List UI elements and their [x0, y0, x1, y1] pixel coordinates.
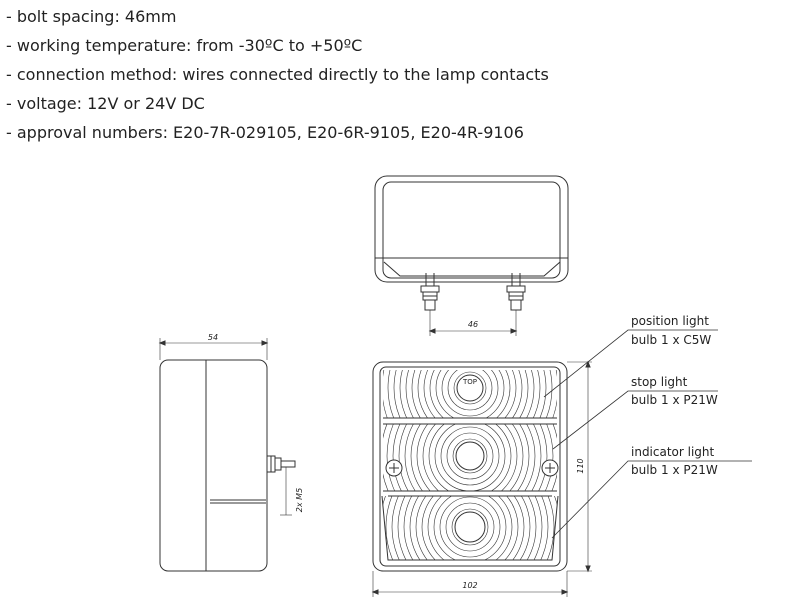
- lens-ring: [453, 371, 487, 405]
- lens-ring: [421, 496, 519, 560]
- lens-ring: [445, 502, 495, 552]
- dim-thread: 2x M5: [295, 488, 304, 512]
- lens-ring: [446, 432, 494, 480]
- lens-ring: [416, 424, 524, 491]
- lens-ring: [451, 508, 489, 546]
- bolt-left: [420, 273, 440, 311]
- lens-ring: [417, 370, 523, 418]
- lens-ring: [387, 370, 553, 418]
- lens-ring: [411, 370, 529, 418]
- dim-depth: 54: [208, 333, 218, 342]
- callout-leaders: [543, 329, 752, 539]
- mounting-screw-right: [541, 459, 559, 477]
- lens-ring: [429, 370, 511, 418]
- position-light-lens: [383, 370, 557, 418]
- lens-ring: [428, 424, 512, 491]
- callout-stop-bulb: bulb 1 x P21W: [631, 393, 718, 407]
- lens-ring: [410, 424, 530, 491]
- side-view: [158, 338, 296, 572]
- lens-ring: [439, 496, 501, 558]
- top-view: [374, 175, 569, 336]
- lens-ring: [409, 496, 531, 560]
- lens-ring: [391, 496, 549, 560]
- lens-ring: [385, 496, 555, 560]
- lens-ring: [403, 496, 537, 560]
- spec-voltage: - voltage: 12V or 24V DC: [6, 94, 205, 113]
- lens-ring: [405, 370, 535, 418]
- lens-ring: [398, 424, 542, 491]
- callout-indicator-bulb: bulb 1 x P21W: [631, 463, 718, 477]
- lens-ring: [452, 438, 488, 474]
- lens-ring: [434, 424, 506, 491]
- bolt-right: [506, 273, 526, 311]
- lens-ring: [392, 424, 548, 491]
- lens-ring: [422, 424, 518, 491]
- spec-working-temperature: - working temperature: from -30ºC to +50…: [6, 36, 363, 55]
- stop-light-lens: [383, 424, 557, 491]
- dim-bolt-spacing: 46: [468, 320, 478, 329]
- lens-ring: [427, 496, 513, 560]
- lens-ring: [447, 370, 493, 411]
- specifications-list: - bolt spacing: 46mm - working temperatu…: [6, 2, 549, 147]
- lens-ring: [386, 424, 554, 491]
- callout-indicator-light: indicator light: [631, 445, 715, 459]
- lens-ring: [399, 370, 541, 418]
- mounting-screw-left: [385, 459, 403, 477]
- lens-ring: [435, 370, 505, 418]
- lens-ring: [393, 370, 547, 418]
- spec-approval-numbers: - approval numbers: E20-7R-029105, E20-6…: [6, 123, 524, 142]
- indicator-light-lens: [382, 496, 558, 560]
- front-view: [371, 360, 592, 597]
- callout-position-light: position light: [631, 314, 709, 328]
- lens-ring: [404, 424, 536, 491]
- top-mark: TOP: [462, 378, 477, 386]
- lens-ring: [415, 496, 525, 560]
- lens-ring: [423, 370, 517, 418]
- callout-stop-light: stop light: [631, 375, 688, 389]
- side-connector: [266, 455, 296, 473]
- lens-ring: [433, 496, 507, 560]
- dim-height: 110: [576, 458, 585, 473]
- lens-ring: [441, 370, 499, 417]
- lens-ring: [397, 496, 543, 560]
- spec-bolt-spacing: - bolt spacing: 46mm: [6, 7, 177, 26]
- dim-width: 102: [462, 581, 477, 590]
- lens-ring: [440, 426, 500, 486]
- spec-connection-method: - connection method: wires connected dir…: [6, 65, 549, 84]
- callout-position-bulb: bulb 1 x C5W: [631, 333, 711, 347]
